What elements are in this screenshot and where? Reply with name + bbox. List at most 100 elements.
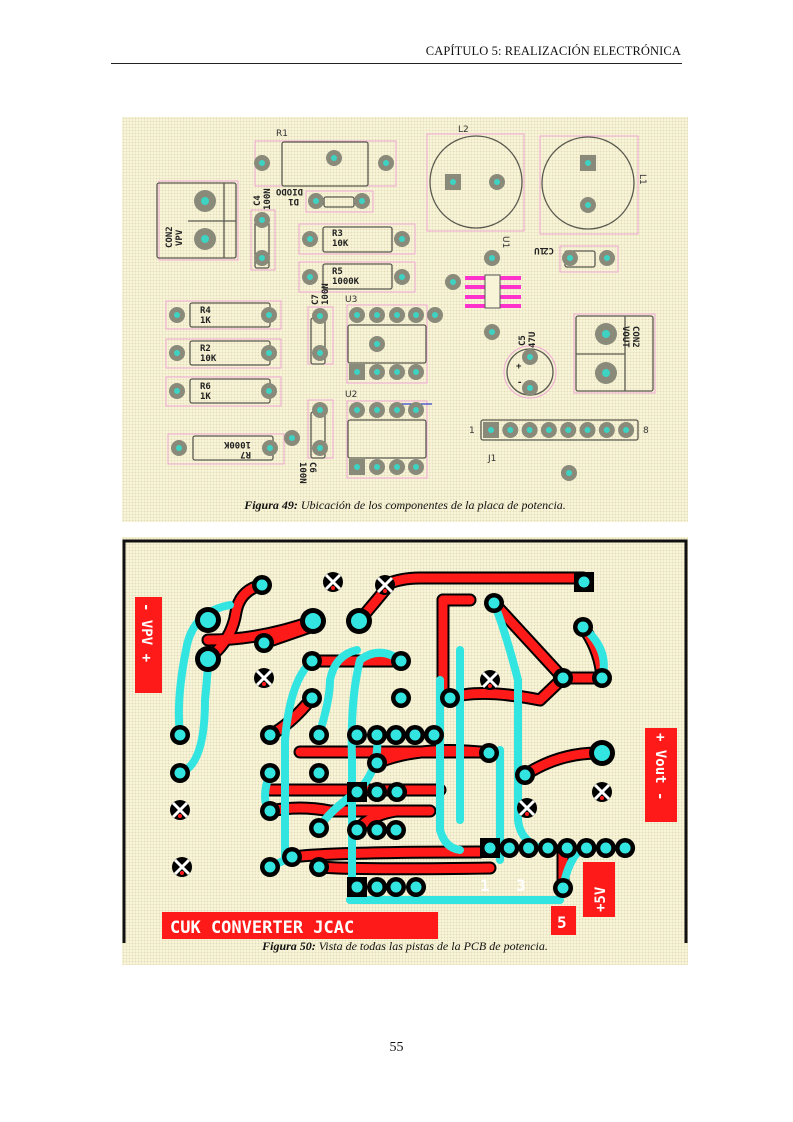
pin5-label-box: 5 — [551, 906, 576, 935]
pin3-label: 3 — [516, 876, 526, 895]
label-vpv: VPV — [175, 229, 185, 246]
component-outline — [346, 304, 428, 384]
label-d1: D1 — [288, 196, 299, 206]
pad-drill — [585, 160, 591, 166]
top-layer-trace — [372, 746, 494, 768]
pad-drill — [623, 427, 630, 433]
pad-drill — [374, 407, 380, 413]
pad-drill — [317, 350, 323, 356]
component-outline — [305, 190, 374, 213]
pad-drill — [394, 369, 400, 375]
component-body — [347, 419, 427, 459]
label-j1-pin1: 1 — [469, 426, 475, 436]
label-con2-out: CON2 — [630, 326, 640, 348]
label-con2-in: CON2 — [165, 226, 175, 248]
c5-outline — [503, 345, 557, 399]
pad-drill — [450, 179, 456, 185]
pad-drill — [602, 330, 610, 338]
label-c6: C6 — [307, 462, 317, 473]
pad-center — [488, 597, 500, 609]
pad-mark — [383, 589, 387, 593]
pad-drill — [585, 202, 591, 208]
pad-mark — [525, 812, 529, 816]
pad-drill — [307, 274, 313, 280]
component-outline — [559, 245, 619, 273]
pad-center — [561, 842, 573, 854]
component-outline — [250, 209, 276, 271]
pad-drill — [413, 312, 419, 318]
vout-label-box: + Vout - — [645, 728, 677, 822]
pad-center — [523, 842, 535, 854]
pad-drill — [259, 160, 265, 166]
pad-drill — [359, 198, 365, 204]
pad-mark — [331, 586, 335, 590]
vpv-label-box: - VPV + — [135, 597, 162, 693]
pad-drill — [432, 312, 438, 318]
label-r2-value: 10K — [200, 354, 217, 364]
x-mark-icon — [324, 573, 342, 591]
header-rule — [111, 63, 682, 64]
pad-drill — [565, 427, 572, 433]
pad-center — [200, 651, 216, 667]
pad-drill — [527, 354, 533, 360]
pad-center — [306, 692, 318, 704]
pad-center — [306, 655, 318, 667]
pad-center — [371, 729, 383, 741]
label-c7-value: 100N — [321, 283, 331, 305]
label-j1-pin8: 8 — [643, 426, 649, 436]
caption-prefix: Figura 49: — [244, 498, 298, 512]
pad-drill — [413, 369, 419, 375]
caption-prefix: Figura 50: — [262, 939, 316, 953]
pad-drill — [176, 445, 182, 451]
pad-center — [313, 729, 325, 741]
pad-center — [594, 745, 610, 761]
board-title: CUK CONVERTER JCAC — [170, 918, 354, 938]
x-mark-icon — [593, 783, 611, 801]
component-outline — [539, 135, 639, 235]
pad-center — [371, 824, 383, 836]
label-r3: R3 — [332, 229, 343, 239]
label-r3-value: 10K — [332, 239, 349, 249]
pad-center — [200, 612, 216, 628]
pad-center — [557, 672, 569, 684]
pad-drill — [567, 255, 573, 261]
pad-drill — [488, 427, 494, 433]
component-outline — [165, 376, 282, 407]
x-mark-icon — [376, 576, 394, 594]
chapter-header: CAPÍTULO 5: REALIZACIÓN ELECTRÓNICA — [425, 44, 681, 58]
pin1-label: 1 — [480, 876, 490, 895]
label-u2: U2 — [345, 390, 357, 400]
bottom-layer-trace — [436, 676, 464, 854]
label-c5-plus: + — [516, 362, 522, 372]
pad-drill — [584, 427, 591, 433]
pad-center — [484, 842, 496, 854]
pad-drill — [383, 160, 389, 166]
bottom-layer-trace — [315, 646, 361, 739]
pad-drill — [174, 350, 180, 356]
pad-drill — [394, 464, 400, 470]
label-r5-value: 1000K — [332, 277, 360, 287]
pad-center — [174, 767, 186, 779]
pad-center — [286, 851, 298, 863]
label-diodo: DIODO — [275, 186, 303, 196]
pad-drill — [307, 236, 313, 242]
label-vout: VOUT — [620, 326, 630, 348]
pad-drill — [201, 235, 209, 243]
pad-center — [371, 881, 383, 893]
pad-drill — [259, 217, 265, 223]
pad-drill — [174, 388, 180, 394]
figure-49-caption: Figura 49: Ubicación de los componentes … — [122, 498, 688, 513]
pad-center — [371, 757, 383, 769]
label-c6-value: 100N — [297, 462, 307, 484]
label-c2: C2 — [543, 245, 554, 255]
pad-drill — [354, 312, 360, 318]
pad-drill — [317, 313, 323, 319]
label-c4: C4 — [253, 195, 263, 206]
pad-center — [264, 805, 276, 817]
pad-center — [395, 655, 407, 667]
component-body — [480, 419, 639, 441]
pad-center — [390, 881, 402, 893]
pad-drill — [313, 198, 319, 204]
pad-center — [519, 769, 531, 781]
component-outline — [165, 300, 282, 330]
